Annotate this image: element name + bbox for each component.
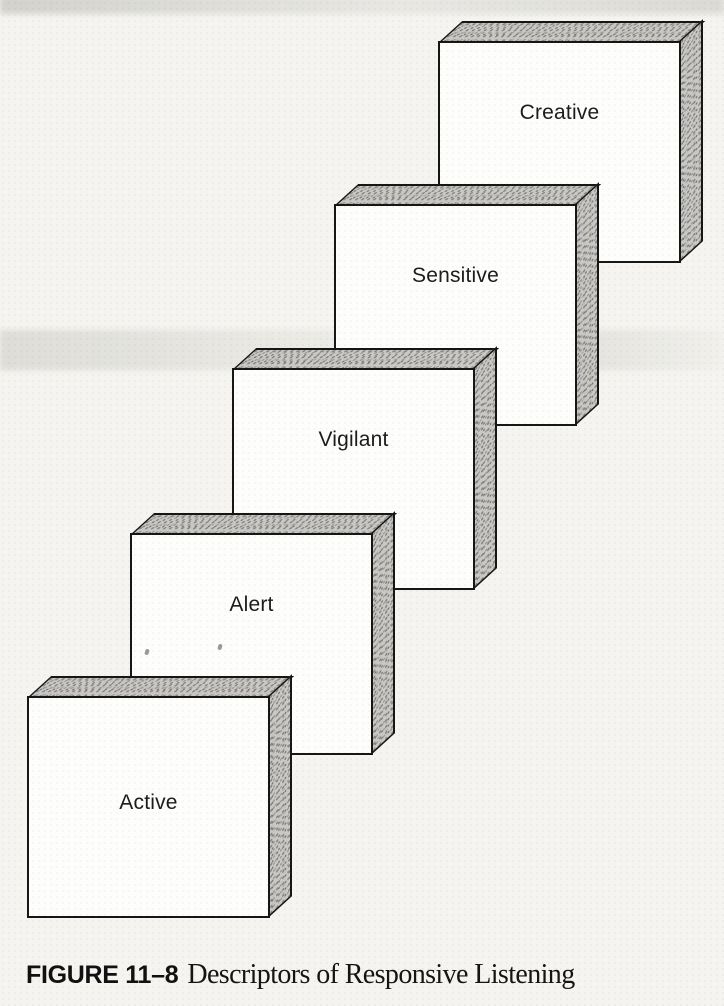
box-top-edge bbox=[438, 21, 706, 43]
figure-caption-number: FIGURE 11–8 bbox=[26, 961, 179, 989]
box-label-vigilant: Vigilant bbox=[318, 427, 389, 451]
box-top-edge bbox=[334, 184, 602, 206]
box-label-alert: Alert bbox=[229, 592, 274, 616]
figure-caption: FIGURE 11–8 Descriptors of Responsive Lis… bbox=[26, 958, 575, 992]
box-right-edge bbox=[268, 674, 292, 918]
box-top-edge bbox=[130, 513, 398, 535]
box-front-face: Active bbox=[27, 696, 270, 918]
box-label-creative: Creative bbox=[519, 100, 600, 124]
box-right-edge bbox=[679, 19, 703, 263]
box-label-sensitive: Sensitive bbox=[411, 263, 499, 287]
box-active: Active bbox=[27, 674, 295, 918]
box-right-edge bbox=[473, 346, 497, 590]
figure-caption-title: Descriptors of Responsive Listening bbox=[187, 959, 575, 990]
scan-artifact-band-top bbox=[0, 0, 724, 14]
box-right-edge bbox=[371, 511, 395, 755]
box-right-edge bbox=[575, 182, 599, 426]
box-top-edge bbox=[232, 348, 500, 370]
box-top-edge bbox=[27, 676, 295, 698]
box-label-active: Active bbox=[119, 790, 178, 814]
